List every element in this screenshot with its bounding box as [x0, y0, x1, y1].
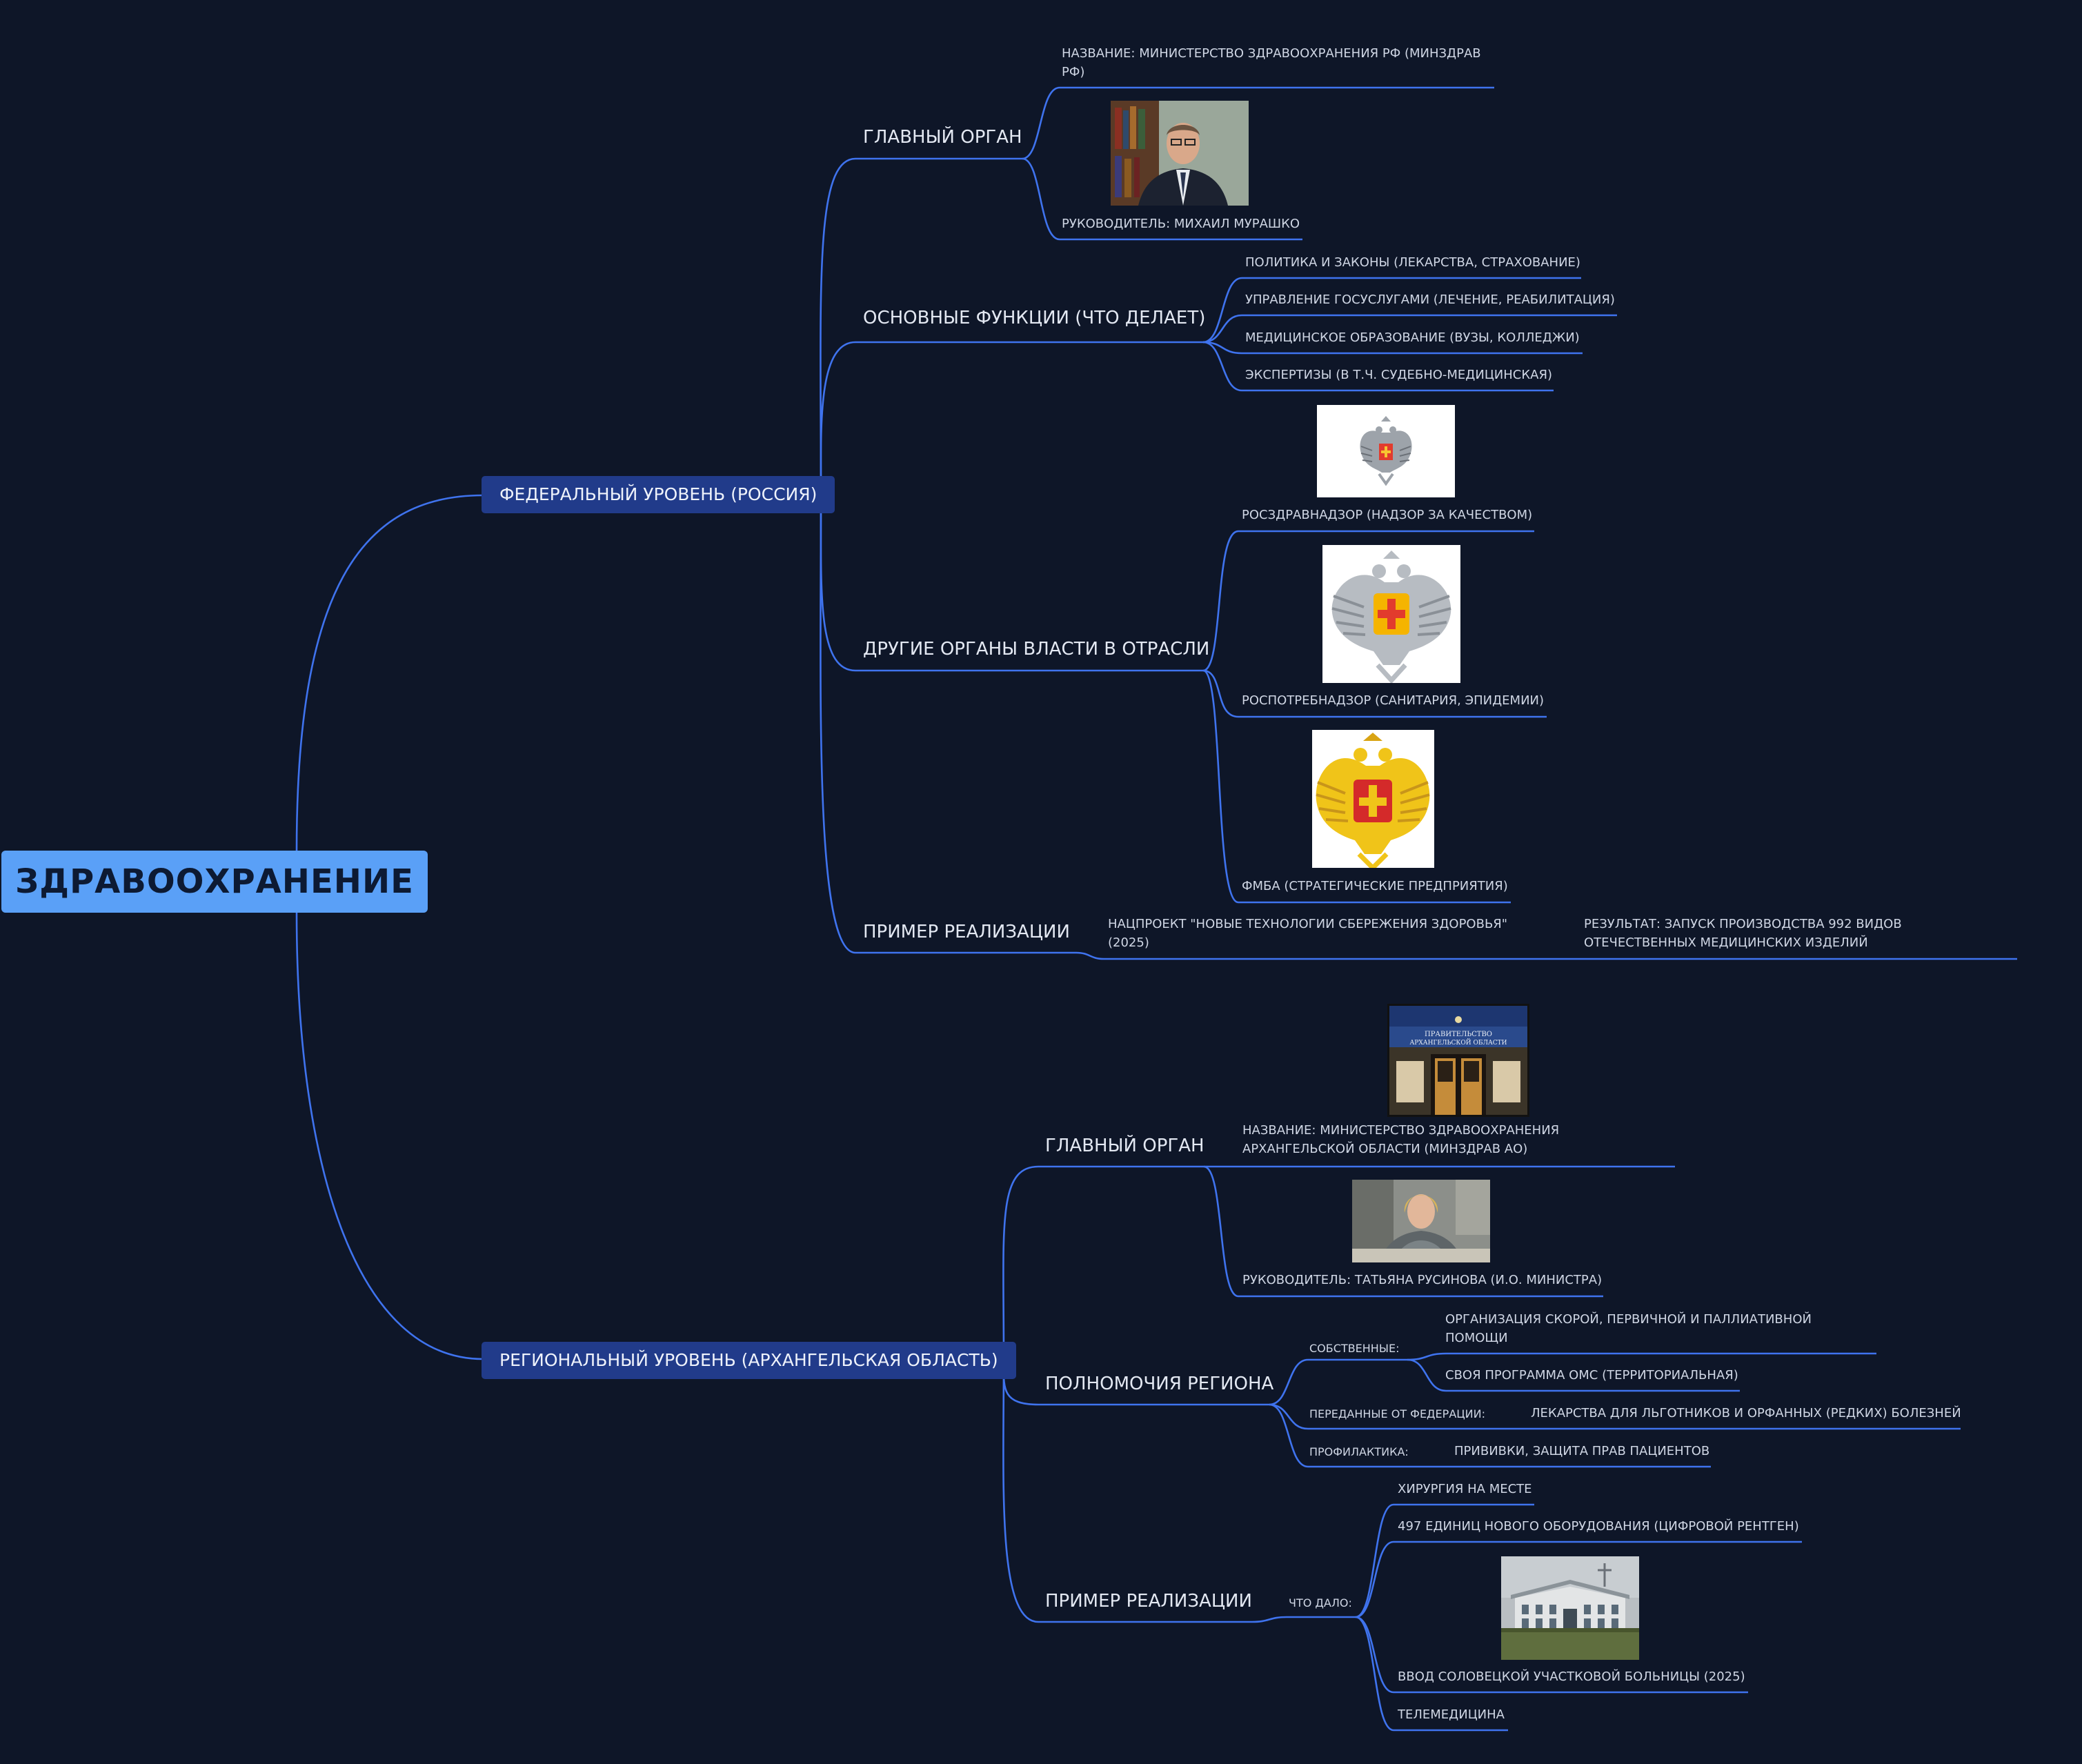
- fed-national-project[interactable]: НАЦПРОЕКТ "НОВЫЕ ТЕХНОЛОГИИ СБЕРЕЖЕНИЯ З…: [1108, 915, 1507, 952]
- reg-ministry-name[interactable]: НАЗВАНИЕ: МИНИСТЕРСТВО ЗДРАВООХРАНЕНИЯ А…: [1242, 1121, 1559, 1158]
- fed-ministry-name-line2: РФ): [1062, 65, 1085, 79]
- reg-powers-prevention-label[interactable]: ПРОФИЛАКТИКА:: [1309, 1445, 1409, 1458]
- fed-minister-photo: [1111, 101, 1249, 206]
- connector-powers-own: [1269, 1358, 1407, 1406]
- topic-reg-main-body[interactable]: ГЛАВНЫЙ ОРГАН: [1045, 1136, 1204, 1156]
- connector-gave-1: [1355, 1503, 1534, 1618]
- reg-example-result-item[interactable]: ТЕЛЕМЕДИЦИНА: [1398, 1707, 1505, 1722]
- topic-reg-powers[interactable]: ПОЛНОМОЧИЯ РЕГИОНА: [1045, 1374, 1274, 1394]
- reg-power-own-item[interactable]: СВОЯ ПРОГРАММА ОМС (ТЕРРИТОРИАЛЬНАЯ): [1445, 1368, 1738, 1383]
- connector-reg-example-gave: [1251, 1616, 1356, 1623]
- connector-func-4: [1202, 341, 1554, 392]
- reg-example-result-item[interactable]: 497 ЕДИНИЦ НОВОГО ОБОРУДОВАНИЯ (ЦИФРОВОЙ…: [1398, 1519, 1799, 1534]
- connector-federal-example: [820, 495, 856, 954]
- connector-powers-delegated: [1269, 1403, 1519, 1430]
- reg-power-own-item-line2: ПОМОЩИ: [1445, 1331, 1508, 1345]
- building-sign-line1: ПРАВИТЕЛЬСТВО: [1425, 1031, 1492, 1038]
- fed-national-project-line2: (2025): [1108, 935, 1149, 950]
- fed-function-item[interactable]: УПРАВЛЕНИЕ ГОСУСЛУГАМИ (ЛЕЧЕНИЕ, РЕАБИЛИ…: [1245, 293, 1615, 307]
- fed-other-body-item[interactable]: ФМБА (СТРАТЕГИЧЕСКИЕ ПРЕДПРИЯТИЯ): [1242, 879, 1508, 893]
- connector-federal-functions: [820, 341, 856, 496]
- fed-project-result[interactable]: РЕЗУЛЬТАТ: ЗАПУСК ПРОИЗВОДСТВА 992 ВИДОВ…: [1584, 915, 1902, 952]
- connector-fed-name: [1022, 86, 1494, 160]
- reg-minister-photo: [1352, 1180, 1490, 1262]
- reg-example-result-item[interactable]: ВВОД СОЛОВЕЦКОЙ УЧАСТКОВОЙ БОЛЬНИЦЫ (202…: [1398, 1669, 1745, 1684]
- fed-other-body-item[interactable]: РОСЗДРАВНАДЗОР (НАДЗОР ЗА КАЧЕСТВОМ): [1242, 508, 1533, 522]
- topic-federal-level[interactable]: ФЕДЕРАЛЬНЫЙ УРОВЕНЬ (РОССИЯ): [482, 476, 835, 513]
- building-sign-line2: АРХАНГЕЛЬСКОЙ ОБЛАСТИ: [1409, 1038, 1507, 1047]
- connector-gave-4: [1355, 1616, 1508, 1732]
- topic-regional-level[interactable]: РЕГИОНАЛЬНЫЙ УРОВЕНЬ (АРХАНГЕЛЬСКАЯ ОБЛА…: [482, 1342, 1016, 1379]
- fed-project-result-line1: РЕЗУЛЬТАТ: ЗАПУСК ПРОИЗВОДСТВА 992 ВИДОВ: [1584, 917, 1902, 931]
- fmba-emblem: [1312, 730, 1434, 868]
- topic-reg-example[interactable]: ПРИМЕР РЕАЛИЗАЦИИ: [1045, 1591, 1252, 1612]
- reg-example-result-item[interactable]: ХИРУРГИЯ НА МЕСТЕ: [1398, 1482, 1532, 1496]
- connector-gave-3: [1355, 1616, 1748, 1694]
- connector-func-3: [1202, 341, 1583, 355]
- connector-other-3: [1202, 669, 1511, 904]
- reg-minister-name[interactable]: РУКОВОДИТЕЛЬ: ТАТЬЯНА РУСИНОВА (И.О. МИН…: [1242, 1273, 1603, 1287]
- fed-function-item[interactable]: МЕДИЦИНСКОЕ ОБРАЗОВАНИЕ (ВУЗЫ, КОЛЛЕДЖИ): [1245, 330, 1580, 345]
- connector-func-1: [1202, 277, 1581, 344]
- connector-root-federal: [295, 494, 484, 851]
- roszdravnadzor-emblem: [1317, 405, 1455, 497]
- connector-own-2: [1407, 1358, 1740, 1392]
- fed-function-item[interactable]: ЭКСПЕРТИЗЫ (В Т.Ч. СУДЕБНО-МЕДИЦИНСКАЯ): [1245, 368, 1552, 382]
- connector-own-1: [1407, 1352, 1876, 1361]
- fed-function-item[interactable]: ПОЛИТИКА И ЗАКОНЫ (ЛЕКАРСТВА, СТРАХОВАНИ…: [1245, 255, 1580, 270]
- topic-fed-other-bodies[interactable]: ДРУГИЕ ОРГАНЫ ВЛАСТИ В ОТРАСЛИ: [863, 639, 1210, 660]
- reg-powers-own-label[interactable]: СОБСТВЕННЫЕ:: [1309, 1342, 1400, 1355]
- reg-ministry-name-line2: АРХАНГЕЛЬСКОЙ ОБЛАСТИ (МИНЗДРАВ АО): [1242, 1142, 1528, 1156]
- connector-federal-otherbodies: [820, 495, 856, 672]
- connector-fed-project: [1075, 951, 1573, 960]
- connector-other-2: [1202, 669, 1547, 718]
- connector-regional-mainbody: [1002, 1165, 1039, 1360]
- connector-root-regional: [295, 912, 484, 1360]
- connector-fed-head: [1022, 157, 1302, 241]
- connector-powers-prevention: [1269, 1403, 1421, 1468]
- fed-national-project-line1: НАЦПРОЕКТ "НОВЫЕ ТЕХНОЛОГИИ СБЕРЕЖЕНИЯ З…: [1108, 917, 1508, 931]
- reg-power-own-item-line1: ОРГАНИЗАЦИЯ СКОРОЙ, ПЕРВИЧНОЙ И ПАЛЛИАТИ…: [1445, 1312, 1812, 1327]
- connector-regional-example: [1002, 1358, 1039, 1623]
- connector-func-2: [1202, 314, 1617, 344]
- reg-power-own-item[interactable]: ОРГАНИЗАЦИЯ СКОРОЙ, ПЕРВИЧНОЙ И ПАЛЛИАТИ…: [1445, 1310, 1812, 1347]
- reg-powers-delegated-label[interactable]: ПЕРЕДАННЫЕ ОТ ФЕДЕРАЦИИ:: [1309, 1407, 1486, 1420]
- connector-reg-head: [1203, 1165, 1603, 1298]
- fed-project-result-line2: ОТЕЧЕСТВЕННЫХ МЕДИЦИНСКИХ ИЗДЕЛИЙ: [1584, 935, 1868, 950]
- topic-fed-example[interactable]: ПРИМЕР РЕАЛИЗАЦИИ: [863, 922, 1070, 942]
- root-topic[interactable]: ЗДРАВООХРАНЕНИЕ: [1, 851, 428, 913]
- connector-gave-2: [1355, 1540, 1802, 1618]
- topic-fed-main-body[interactable]: ГЛАВНЫЙ ОРГАН: [863, 127, 1022, 148]
- connector-other-1: [1202, 530, 1534, 672]
- fed-minister-name[interactable]: РУКОВОДИТЕЛЬ: МИХАИЛ МУРАШКО: [1062, 217, 1300, 231]
- reg-power-prevention-item[interactable]: ПРИВИВКИ, ЗАЩИТА ПРАВ ПАЦИЕНТОВ: [1454, 1444, 1710, 1458]
- reg-example-gave-label[interactable]: ЧТО ДАЛО:: [1289, 1596, 1352, 1609]
- solovetsky-hospital-photo: [1501, 1556, 1639, 1660]
- arkhangelsk-government-building-photo: ПРАВИТЕЛЬСТВО АРХАНГЕЛЬСКОЙ ОБЛАСТИ: [1387, 1004, 1529, 1117]
- reg-power-delegated-item[interactable]: ЛЕКАРСТВА ДЛЯ ЛЬГОТНИКОВ И ОРФАННЫХ (РЕД…: [1531, 1406, 1961, 1420]
- connector-federal-mainbody: [820, 157, 856, 496]
- fed-other-body-item[interactable]: РОСПОТРЕБНАДЗОР (САНИТАРИЯ, ЭПИДЕМИИ): [1242, 693, 1545, 708]
- topic-fed-functions[interactable]: ОСНОВНЫЕ ФУНКЦИИ (ЧТО ДЕЛАЕТ): [863, 308, 1206, 328]
- fed-ministry-name[interactable]: НАЗВАНИЕ: МИНИСТЕРСТВО ЗДРАВООХРАНЕНИЯ Р…: [1062, 44, 1481, 81]
- rospotrebnadzor-emblem: [1322, 545, 1460, 683]
- fed-ministry-name-line1: НАЗВАНИЕ: МИНИСТЕРСТВО ЗДРАВООХРАНЕНИЯ Р…: [1062, 46, 1481, 61]
- reg-ministry-name-line1: НАЗВАНИЕ: МИНИСТЕРСТВО ЗДРАВООХРАНЕНИЯ: [1242, 1123, 1560, 1138]
